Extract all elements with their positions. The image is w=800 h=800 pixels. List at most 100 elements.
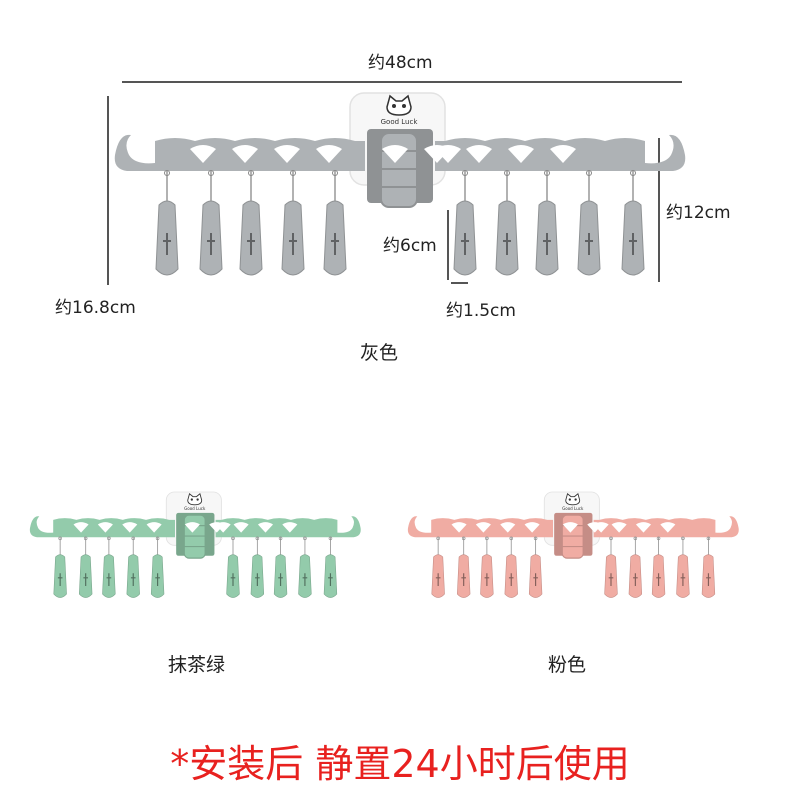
height-total-label: 约16.8cm bbox=[55, 298, 136, 318]
clip-width-label: 约1.5cm bbox=[446, 301, 516, 321]
clip-ring bbox=[436, 536, 440, 541]
plate-text: Good Luck bbox=[184, 506, 206, 511]
clip-ring bbox=[328, 536, 333, 541]
clip-spring-icon bbox=[633, 573, 638, 586]
clothes-clip bbox=[457, 536, 471, 598]
hanger-hole bbox=[500, 522, 516, 533]
hanger-hole bbox=[190, 145, 216, 163]
clothes-clip bbox=[528, 536, 543, 598]
clip-ring bbox=[544, 170, 550, 176]
hanger-hole bbox=[550, 145, 576, 163]
hanger-hole bbox=[257, 522, 274, 533]
bar-height-label: 约12cm bbox=[666, 203, 731, 223]
clip-spring-icon bbox=[461, 573, 466, 586]
clip-spring-icon bbox=[130, 573, 136, 586]
clip-spring-icon bbox=[533, 573, 538, 586]
clip-ring bbox=[630, 170, 636, 176]
clip-ring bbox=[633, 536, 638, 541]
clip-ring bbox=[509, 536, 513, 541]
hanger-hole bbox=[660, 522, 676, 533]
clip-ring bbox=[164, 170, 170, 176]
clip-spring-icon bbox=[503, 233, 511, 255]
clip-spring-icon bbox=[608, 573, 614, 586]
hanger-hole bbox=[382, 145, 408, 163]
clip-spring-icon bbox=[247, 233, 255, 255]
clothes-clip bbox=[651, 536, 666, 598]
cat-logo-icon bbox=[386, 94, 412, 116]
clothes-clip bbox=[323, 170, 347, 276]
clothes-clip bbox=[239, 170, 263, 276]
clip-ring bbox=[131, 536, 135, 541]
clip-ring bbox=[681, 536, 685, 541]
usage-note: *安装后 静置24小时后使用 bbox=[170, 742, 630, 786]
hanger-hole bbox=[562, 522, 578, 533]
clip-spring-icon bbox=[255, 573, 260, 586]
hanger-hole bbox=[508, 145, 534, 163]
variant-label-gray: 灰色 bbox=[360, 342, 399, 364]
clip-ring bbox=[278, 536, 283, 541]
hanger-hole bbox=[232, 145, 258, 163]
clip-spring-icon bbox=[461, 233, 469, 255]
hanger-pink: Good Luck bbox=[407, 491, 739, 598]
clip-ring bbox=[303, 536, 307, 541]
rotating-joint bbox=[183, 514, 206, 559]
clip-ring bbox=[248, 170, 254, 176]
clothes-clip bbox=[495, 170, 519, 276]
clip-ring bbox=[609, 536, 613, 541]
hanger-hole bbox=[215, 522, 231, 533]
clip-ring bbox=[208, 170, 214, 176]
clip-spring-icon bbox=[508, 573, 514, 586]
clip-spring-icon bbox=[484, 573, 490, 586]
clothes-clip bbox=[298, 536, 312, 598]
clip-ring bbox=[231, 536, 235, 541]
plate-text: Good Luck bbox=[562, 506, 584, 511]
clothes-clip bbox=[676, 536, 690, 598]
clip-spring-icon bbox=[706, 573, 711, 586]
clip-spring-icon bbox=[57, 573, 63, 586]
clip-ring bbox=[586, 170, 592, 176]
clothes-clip bbox=[701, 536, 716, 598]
hanger-hole bbox=[611, 522, 627, 533]
clothes-clip bbox=[453, 170, 477, 276]
clip-spring-icon bbox=[656, 573, 661, 586]
clip-spring-icon bbox=[163, 233, 171, 255]
hanger-hole bbox=[233, 522, 249, 533]
cat-logo-icon bbox=[565, 492, 581, 506]
clip-ring bbox=[461, 536, 466, 541]
clothes-clip bbox=[431, 536, 445, 598]
clip-length-label: 约6cm bbox=[383, 236, 437, 256]
clip-ring bbox=[155, 536, 160, 541]
clip-spring-icon bbox=[278, 573, 283, 586]
hanger-hole bbox=[274, 145, 300, 163]
hanger-hole bbox=[122, 522, 138, 533]
clip-spring-icon bbox=[585, 233, 593, 255]
clothes-clip bbox=[155, 170, 179, 276]
clothes-clip bbox=[102, 536, 116, 598]
cat-logo-icon bbox=[187, 492, 203, 506]
clip-ring bbox=[83, 536, 88, 541]
hanger-hole bbox=[635, 522, 652, 533]
clothes-clip bbox=[628, 536, 643, 598]
hanger-hole bbox=[466, 145, 492, 163]
clothes-clip bbox=[126, 536, 140, 598]
hanger-hole bbox=[524, 522, 540, 533]
clip-ring bbox=[332, 170, 338, 176]
clothes-clip bbox=[621, 170, 645, 276]
hanger-hole bbox=[593, 522, 609, 533]
clip-ring bbox=[504, 170, 510, 176]
clip-spring-icon bbox=[331, 233, 339, 255]
clip-ring bbox=[107, 536, 111, 541]
hanger-hole bbox=[316, 145, 342, 163]
clothes-clip bbox=[604, 536, 618, 598]
clip-spring-icon bbox=[207, 233, 215, 255]
variant-label-green: 抹茶绿 bbox=[168, 654, 226, 676]
clip-ring bbox=[290, 170, 296, 176]
rotating-joint bbox=[561, 514, 584, 559]
hanger-hole bbox=[97, 522, 113, 533]
hanger-green: Good Luck bbox=[29, 491, 361, 598]
width-label: 约48cm bbox=[368, 53, 433, 73]
clip-ring bbox=[462, 170, 468, 176]
hanger-gray: Good Luck bbox=[114, 92, 686, 276]
hanger-hole bbox=[282, 522, 298, 533]
clothes-clip bbox=[577, 170, 601, 276]
